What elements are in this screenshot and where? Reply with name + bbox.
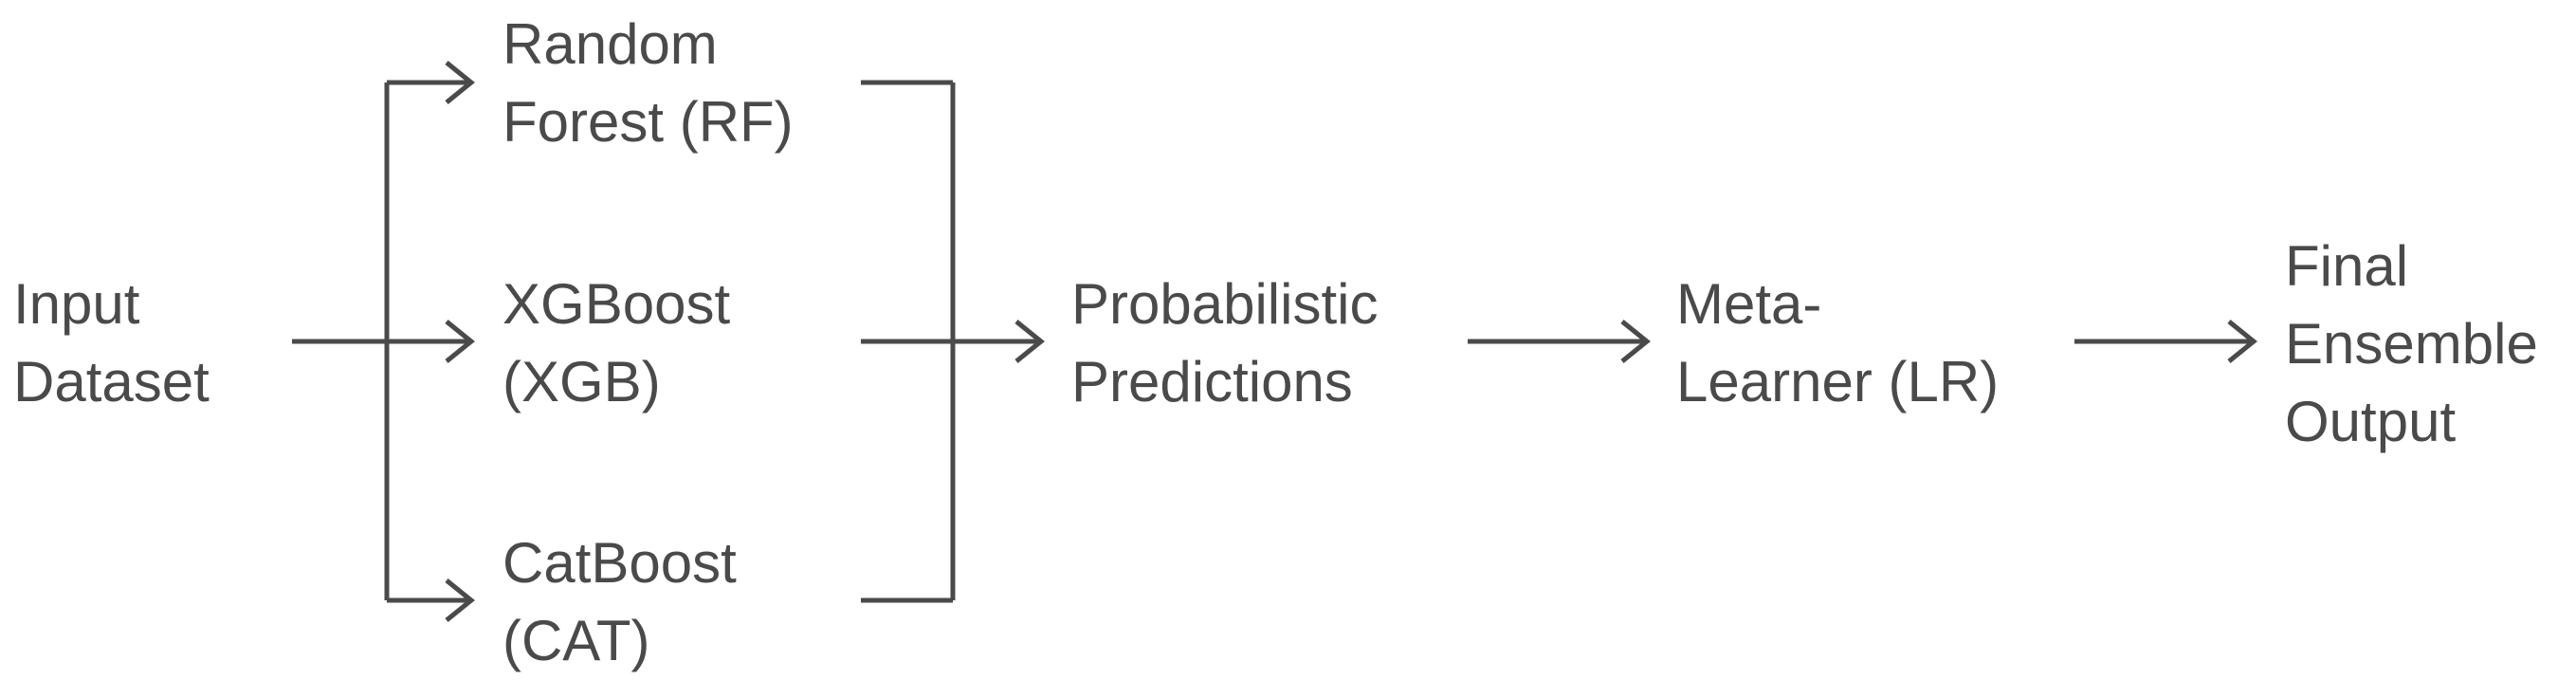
node-meta-learner: Meta- Learner (LR) (1676, 266, 1999, 421)
node-meta-learner-line-2: Learner (LR) (1676, 350, 2000, 413)
arrowhead-to-predictions (1014, 320, 1045, 363)
node-random-forest: Random Forest (RF) (502, 6, 794, 161)
node-xgboost-line-1: XGBoost (502, 272, 731, 336)
node-final-ensemble-output: Final Ensemble Output (2285, 228, 2538, 461)
node-random-forest-line-2: Forest (RF) (502, 90, 794, 154)
arrowhead-to-final-output (2227, 320, 2257, 363)
node-final-ensemble-output-line-3: Output (2285, 390, 2457, 453)
node-final-ensemble-output-line-1: Final (2285, 234, 2409, 298)
node-probabilistic-predictions-line-2: Predictions (1071, 350, 1353, 413)
arrowhead-to-xgb (445, 320, 475, 363)
node-final-ensemble-output-line-2: Ensemble (2285, 312, 2538, 376)
arrowhead-to-cat (445, 579, 475, 622)
node-input-dataset: Input Dataset (13, 266, 210, 421)
node-xgboost: XGBoost (XGB) (502, 266, 730, 421)
arrowhead-to-meta-learner (1620, 320, 1651, 363)
node-catboost: CatBoost (CAT) (502, 524, 737, 680)
node-input-dataset-line-1: Input (13, 272, 140, 336)
node-input-dataset-line-2: Dataset (13, 350, 210, 413)
node-catboost-line-2: (CAT) (502, 609, 650, 672)
node-probabilistic-predictions: Probabilistic Predictions (1071, 266, 1378, 421)
node-catboost-line-1: CatBoost (502, 531, 737, 595)
node-random-forest-line-1: Random (502, 12, 718, 76)
node-xgboost-line-2: (XGB) (502, 350, 661, 413)
node-meta-learner-line-1: Meta- (1676, 272, 1822, 336)
node-probabilistic-predictions-line-1: Probabilistic (1071, 272, 1379, 336)
arrowhead-to-rf (445, 61, 475, 104)
